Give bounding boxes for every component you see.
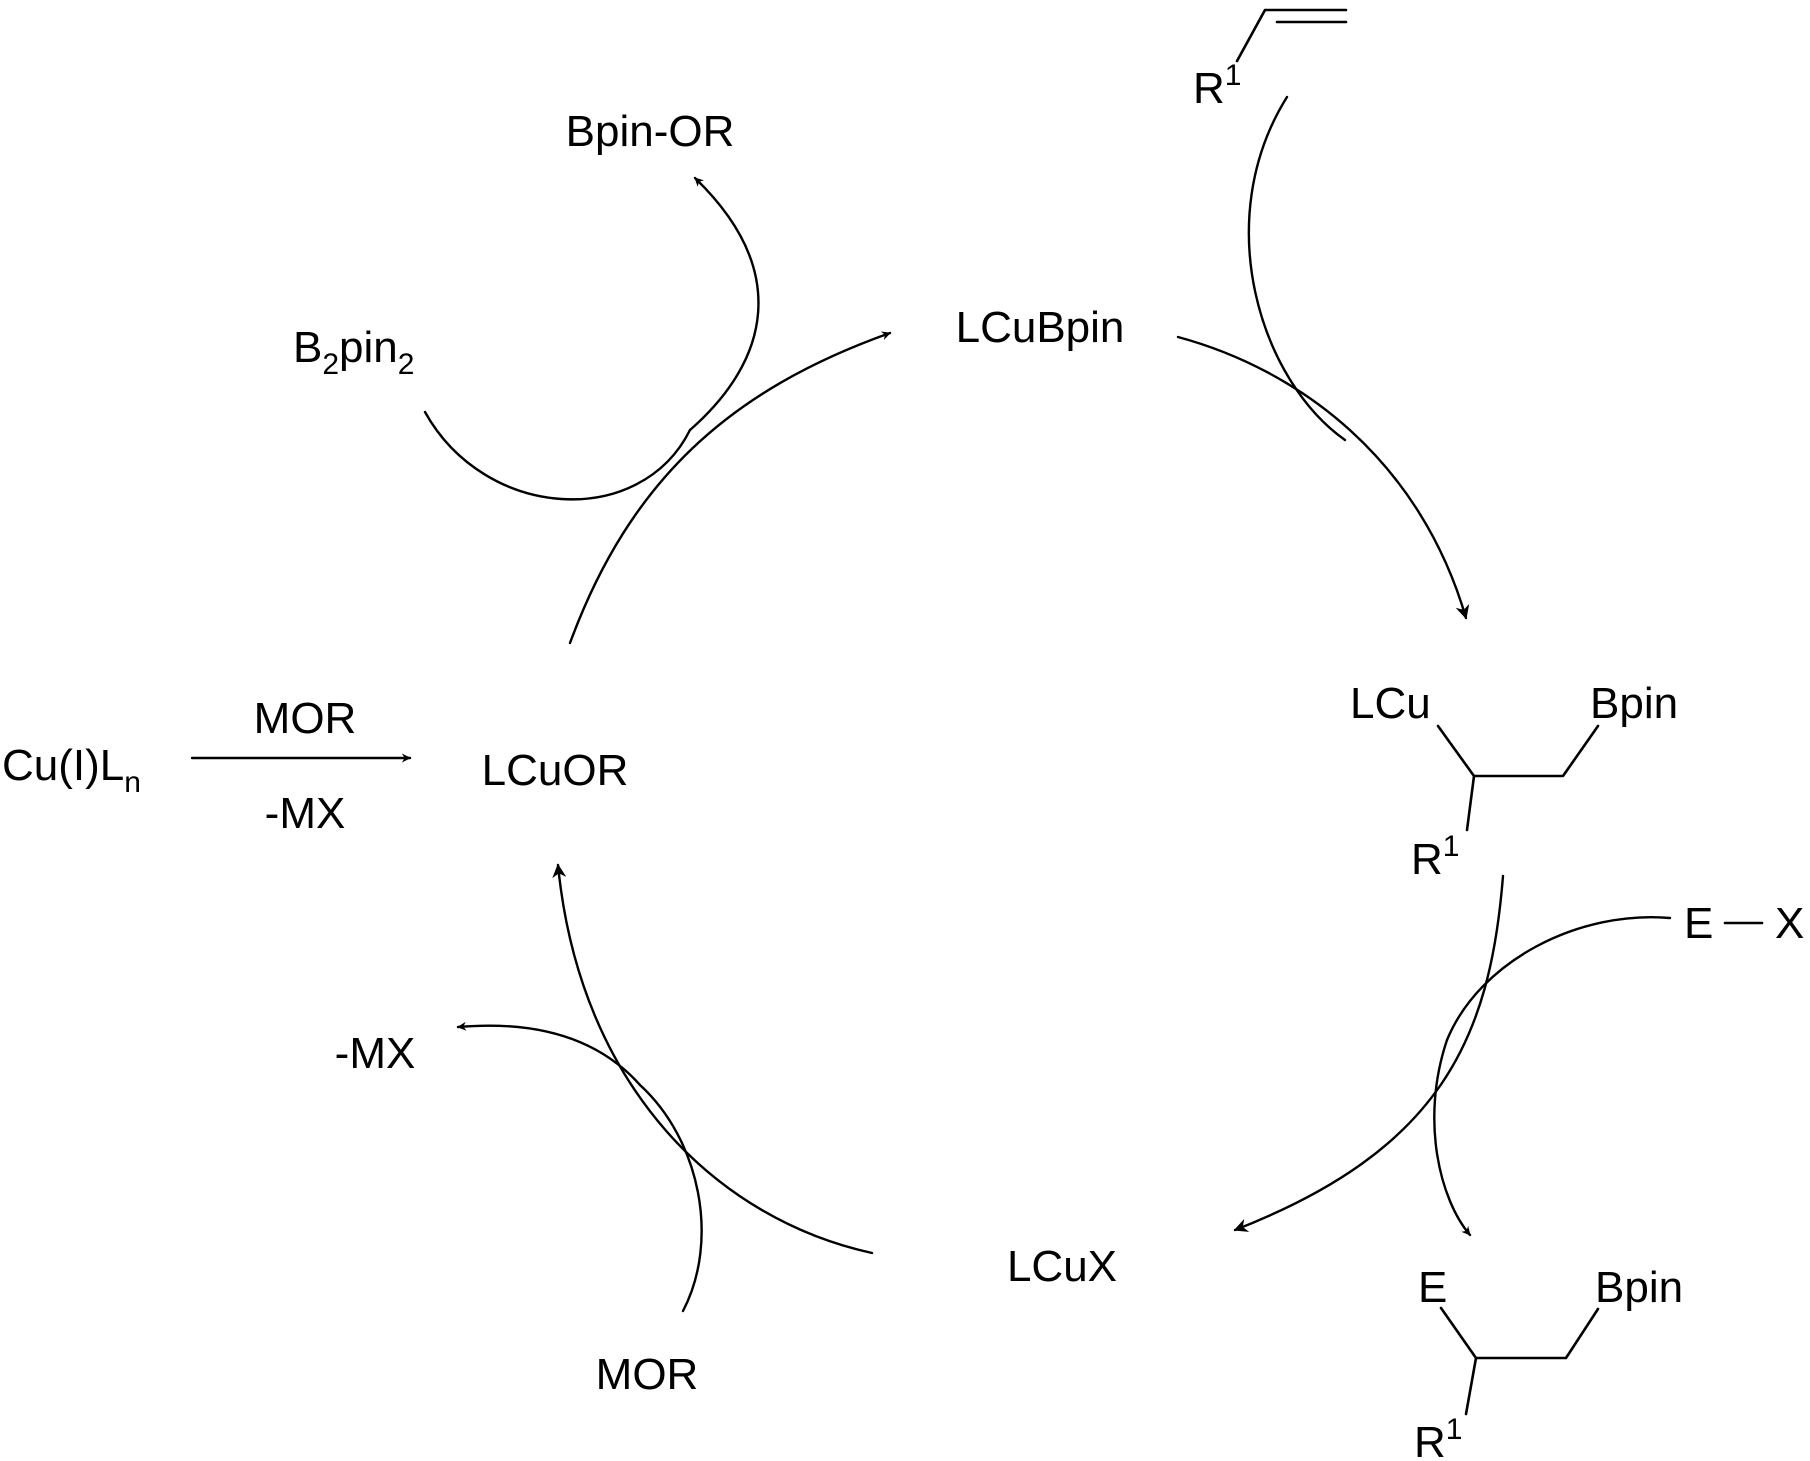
alkene-incoming-arrow <box>1247 95 1347 442</box>
activation-reagent-label: MOR <box>254 694 357 743</box>
product-r-label: R1 <box>1414 1413 1462 1461</box>
borate-release-arrow <box>688 176 760 432</box>
product-e-label: E <box>1418 1263 1447 1312</box>
alkene-substituent-label: R1 <box>1193 59 1241 113</box>
precursor-label: Cu(I)Ln <box>2 741 141 799</box>
alkyl-copper-bpin-label: Bpin <box>1590 679 1678 728</box>
electrophile-incoming-arrow <box>1445 915 1672 1042</box>
copper-boryl-label: LCuBpin <box>956 303 1125 352</box>
mor-incoming-arrow <box>638 1083 703 1313</box>
alkyl-copper-lcu-label: LCu <box>1350 679 1431 728</box>
regeneration-reagent-label: MOR <box>596 1350 699 1399</box>
alkyl-copper-r-label: R1 <box>1411 830 1459 884</box>
cycle-arrow-alkylcopper-to-halide <box>1233 874 1505 1232</box>
copper-alkoxide-label: LCuOR <box>482 746 629 795</box>
electrophile-x-label: X <box>1775 899 1804 948</box>
activation-byproduct-label: -MX <box>265 789 346 838</box>
copper-halide-label: LCuX <box>1007 1242 1117 1291</box>
regeneration-byproduct-label: -MX <box>335 1029 416 1078</box>
alkene-structure <box>1235 8 1348 63</box>
cycle-arrow-halide-to-alkoxide <box>552 863 874 1255</box>
mx-release-arrow <box>456 1021 642 1087</box>
cycle-arrow-boryl-to-alkylcopper <box>1176 335 1470 620</box>
product-structure <box>1439 1306 1600 1416</box>
cycle-arrow-alkoxide-to-boryl <box>568 331 892 645</box>
electrophile-e-label: E <box>1684 899 1713 948</box>
product-release-arrow <box>1433 1038 1472 1237</box>
diboron-label: B2pin2 <box>293 323 414 381</box>
diboron-incoming-arrow <box>423 410 692 501</box>
borate-byproduct-label: Bpin-OR <box>566 107 735 156</box>
product-bpin-label: Bpin <box>1595 1263 1683 1312</box>
alkyl-copper-structure <box>1436 724 1600 832</box>
